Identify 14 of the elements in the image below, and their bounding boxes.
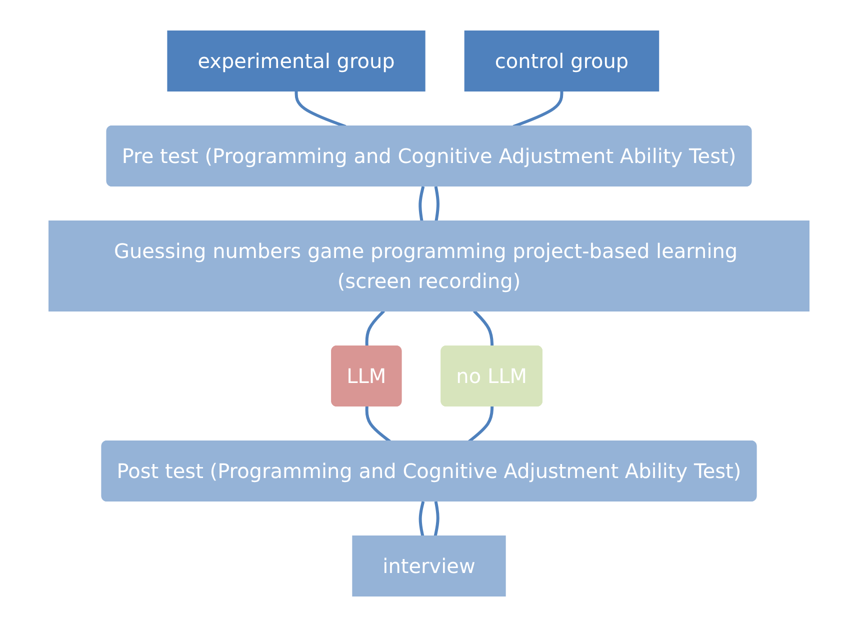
connector [364, 406, 390, 442]
connector [433, 500, 439, 536]
connector [418, 500, 424, 536]
node-box: experimental group [166, 30, 425, 91]
connector [434, 186, 439, 221]
connector [364, 309, 384, 346]
connector [418, 186, 424, 221]
node-box: interview [352, 535, 506, 596]
node-box: Guessing numbers game programming project-based learning (screen recording) [48, 220, 809, 311]
connector [294, 90, 346, 128]
connector [468, 406, 494, 442]
connector [512, 90, 563, 128]
connector [472, 309, 494, 346]
node-box: control group [464, 30, 659, 91]
